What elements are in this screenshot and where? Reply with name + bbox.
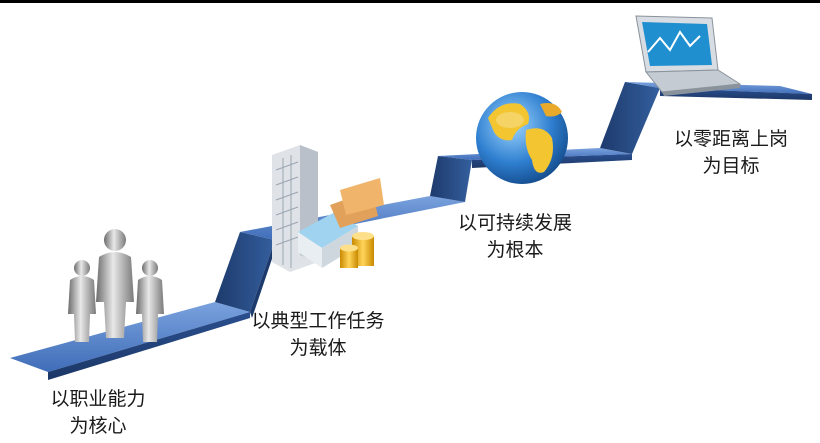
step-4-title: 以零距离上岗: [673, 128, 788, 150]
step-4-caption: 以零距离上岗 为目标: [646, 126, 816, 180]
stair-step-1: [10, 302, 250, 380]
people-icon: [68, 229, 164, 342]
stair-riser-2: [430, 156, 472, 202]
step-3-caption: 以可持续发展 为根本: [430, 210, 600, 264]
step-1-top: [10, 302, 250, 372]
step-1-title: 以职业能力: [50, 388, 146, 410]
globe-icon: [476, 92, 568, 184]
step-2-subtitle: 为载体: [289, 337, 347, 359]
step-2-edge: [250, 240, 275, 318]
stair-riser-3: [600, 82, 660, 154]
step-3-title: 以可持续发展: [457, 212, 572, 234]
laptop-icon: [635, 15, 742, 96]
top-border: [0, 0, 820, 3]
step-1-caption: 以职业能力 为核心: [28, 386, 168, 440]
stair-riser-1: [215, 232, 275, 312]
step-2-caption: 以典型工作任务 为载体: [218, 308, 418, 362]
coins-icon: [340, 232, 374, 268]
step-1-edge: [48, 312, 250, 380]
step-1-subtitle: 为核心: [69, 415, 127, 437]
step-3-subtitle: 为根本: [486, 239, 544, 261]
building-icon: [272, 145, 384, 272]
step-2-title: 以典型工作任务: [251, 310, 385, 332]
step-4-subtitle: 为目标: [702, 155, 760, 177]
